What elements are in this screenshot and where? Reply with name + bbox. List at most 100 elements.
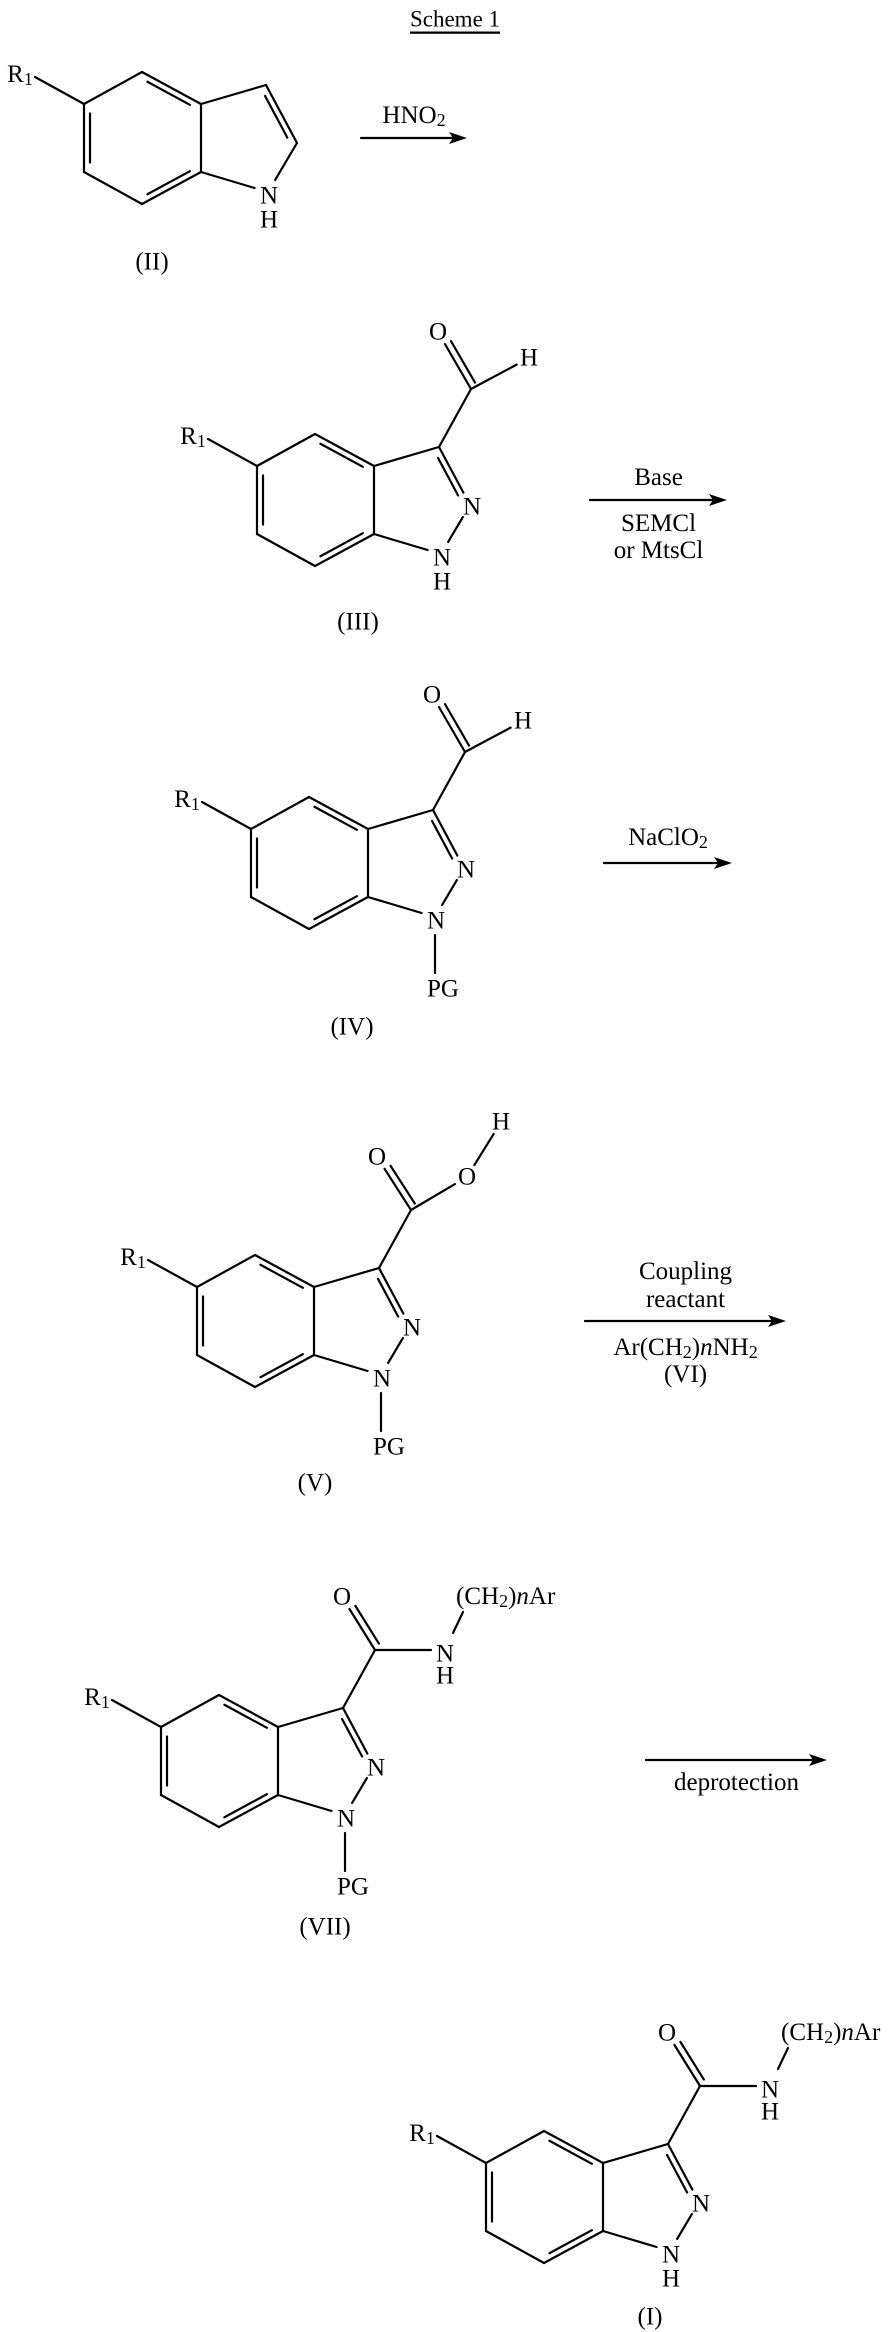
substituent-r1-part: R [409, 2120, 426, 2147]
compound-label: (V) [298, 1470, 333, 1497]
substituent-r1: R1 [84, 1684, 110, 1713]
bond [142, 72, 201, 104]
bond [544, 2131, 603, 2163]
bond [84, 72, 142, 104]
substituent-r1-part: R [174, 786, 191, 813]
atom-h-amide: H [436, 1663, 454, 1690]
bond [603, 2231, 657, 2247]
atom-n2: N [367, 1755, 385, 1782]
bond-r1 [112, 1700, 161, 1727]
atom-o: O [333, 1584, 351, 1611]
bond-n-chain [453, 1612, 463, 1633]
bond [219, 1695, 278, 1727]
bond-coh [411, 1184, 455, 1210]
substituent-r1-part: 1 [426, 2128, 435, 2148]
reagent-above-part: NaClO [628, 824, 699, 851]
reagent-above-part: HNO [382, 102, 436, 129]
substituent-chain-part: 2 [824, 2027, 833, 2047]
bond [251, 897, 309, 929]
bond [439, 389, 471, 447]
reaction-arrow-4: CouplingreactantAr(CH2)nNH2(VI) [585, 1258, 786, 1388]
substituent-r1-part: 1 [191, 794, 200, 814]
bond [314, 1355, 368, 1371]
compound-i: NNHR1ONH(CH2)nAr(I) [409, 2019, 881, 2331]
reaction-arrow-3: NaClO2 [604, 824, 732, 870]
reagent-above: Base [634, 464, 683, 491]
bond-r1 [202, 802, 251, 829]
bond [448, 517, 463, 542]
bond [266, 85, 297, 143]
substituent-r1-part: R [180, 423, 197, 450]
atom-n2: N [457, 857, 475, 884]
bond [251, 797, 309, 829]
compound-vii: NNPGR1ONH(CH2)nAr(VII) [84, 1583, 556, 1941]
bond [433, 752, 465, 810]
bond-co [439, 707, 465, 752]
bond [374, 447, 439, 466]
reagent-below-part: 2 [749, 1342, 758, 1362]
reagent-below: or MtsCl [614, 537, 704, 564]
bond [197, 1355, 255, 1387]
reagent-below: deprotection [674, 1769, 799, 1796]
substituent-chain: (CH2)nAr [456, 1583, 556, 1612]
reagent-above-part: Base [634, 464, 683, 491]
bond-ch [471, 365, 517, 389]
substituent-chain-part: n [516, 1583, 529, 1610]
bond [343, 1650, 375, 1708]
reagent-above: NaClO2 [628, 824, 708, 853]
atom-o-hydroxyl: O [458, 1164, 476, 1191]
compound-v: NNPGR1OOH(V) [120, 1109, 510, 1497]
atom-n1: N [337, 1806, 355, 1833]
substituent-r1-part: R [120, 1244, 137, 1271]
bond [219, 1795, 278, 1827]
substituent-chain-part: 2 [499, 1591, 508, 1611]
atom-h: H [492, 1109, 510, 1136]
bond-oh [474, 1134, 493, 1165]
bond [379, 1210, 411, 1268]
bond-r1 [35, 77, 84, 104]
compound-ii: NHR1(II) [7, 61, 297, 276]
substituent-r1: R1 [120, 1244, 146, 1273]
bond [161, 1695, 219, 1727]
bond [278, 1708, 343, 1727]
substituent-r1: R1 [7, 61, 33, 90]
substituent-r1-part: R [84, 1684, 101, 1711]
bond [201, 172, 255, 188]
compound-label: (II) [135, 249, 168, 276]
reagent-below: (VI) [664, 1361, 707, 1388]
bond [309, 797, 368, 829]
bond [668, 2086, 700, 2144]
reagent-below-part: or MtsCl [614, 537, 704, 564]
atom-h: H [520, 345, 538, 372]
reagent-below-part: ) [692, 1334, 700, 1361]
atom-n1: N [427, 908, 445, 935]
reagent-above: reactant [646, 1286, 725, 1313]
compound-label: (VII) [299, 1914, 350, 1941]
atom-n1: N [662, 2242, 680, 2269]
reagent-above: HNO2 [382, 102, 445, 131]
compound-label: (IV) [330, 1014, 373, 1041]
bond [439, 447, 463, 493]
bond [255, 1355, 314, 1387]
reagent-below-part: deprotection [674, 1769, 799, 1796]
substituent-chain-part: (CH [781, 2019, 824, 2046]
substituent-chain: (CH2)nAr [781, 2019, 881, 2048]
compound-label: (III) [337, 609, 379, 636]
atom-n2: N [692, 2191, 710, 2218]
scheme-title: Scheme 1 [410, 7, 500, 32]
bond [668, 2144, 692, 2190]
substituent-r1: R1 [180, 423, 206, 452]
atom-n1: N [433, 545, 451, 572]
reagent-above-part: Coupling [639, 1258, 733, 1285]
bond [197, 1255, 255, 1287]
atom-o: O [658, 2020, 676, 2047]
atom-n2: N [403, 1315, 421, 1342]
compound-label: (I) [638, 2304, 663, 2331]
substituent-r1-part: 1 [24, 69, 33, 89]
bond-co [445, 344, 471, 389]
bond [84, 172, 142, 204]
reagent-below: Ar(CH2)nNH2 [613, 1334, 757, 1363]
bond [368, 897, 422, 913]
atom-n1-h: H [433, 569, 451, 596]
